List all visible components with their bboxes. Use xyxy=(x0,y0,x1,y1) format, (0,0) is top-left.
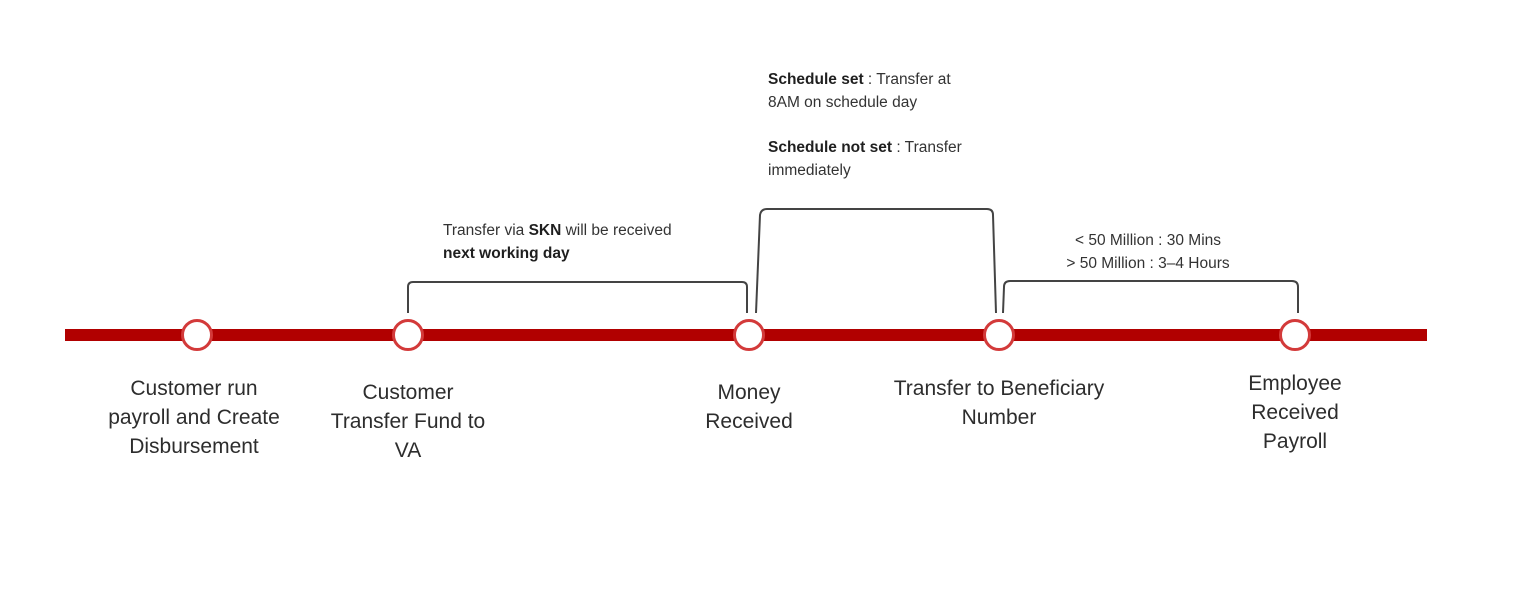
skn-note-bold-1: SKN xyxy=(528,222,562,239)
skn-note: Transfer via SKN will be received next w… xyxy=(443,219,672,265)
step-label-employee-received: Employee Received Payroll xyxy=(1248,372,1342,453)
schedule-set-text-1: : Transfer at xyxy=(863,71,951,88)
step-label-transfer-beneficiary: Transfer to Beneficiary Number xyxy=(893,377,1105,429)
skn-note-text-2: will be received xyxy=(561,222,672,239)
timing-note: < 50 Million : 30 Mins > 50 Million : 3–… xyxy=(1028,229,1268,275)
schedule-not-set-text-2: immediately xyxy=(768,162,851,179)
step-node-money-received xyxy=(733,319,765,351)
schedule-note: Schedule set : Transfer at 8AM on schedu… xyxy=(768,68,962,182)
schedule-not-set-bold: Schedule not set xyxy=(768,139,893,156)
timing-note-line-1: < 50 Million : 30 Mins xyxy=(1074,232,1222,249)
timing-note-line-2: > 50 Million : 3–4 Hours xyxy=(1066,255,1230,272)
schedule-not-set-text-1: : Transfer xyxy=(892,139,962,156)
step-node-transfer-beneficiary xyxy=(983,319,1015,351)
step-label-create-disbursement: Customer run payroll and Create Disburse… xyxy=(108,377,280,458)
schedule-bracket xyxy=(755,208,997,314)
timing-bracket xyxy=(1002,280,1299,314)
schedule-set-text-2: 8AM on schedule day xyxy=(768,94,918,111)
step-label-money-received: Money Received xyxy=(705,381,793,433)
step-node-employee-received xyxy=(1279,319,1311,351)
step-node-create-disbursement xyxy=(181,319,213,351)
skn-bracket xyxy=(407,281,748,313)
skn-note-text-1: Transfer via xyxy=(443,222,529,239)
schedule-set-bold: Schedule set xyxy=(768,71,864,88)
skn-note-bold-2: next working day xyxy=(443,245,570,262)
step-label-transfer-fund: Customer Transfer Fund to VA xyxy=(330,381,486,462)
step-node-transfer-fund xyxy=(392,319,424,351)
